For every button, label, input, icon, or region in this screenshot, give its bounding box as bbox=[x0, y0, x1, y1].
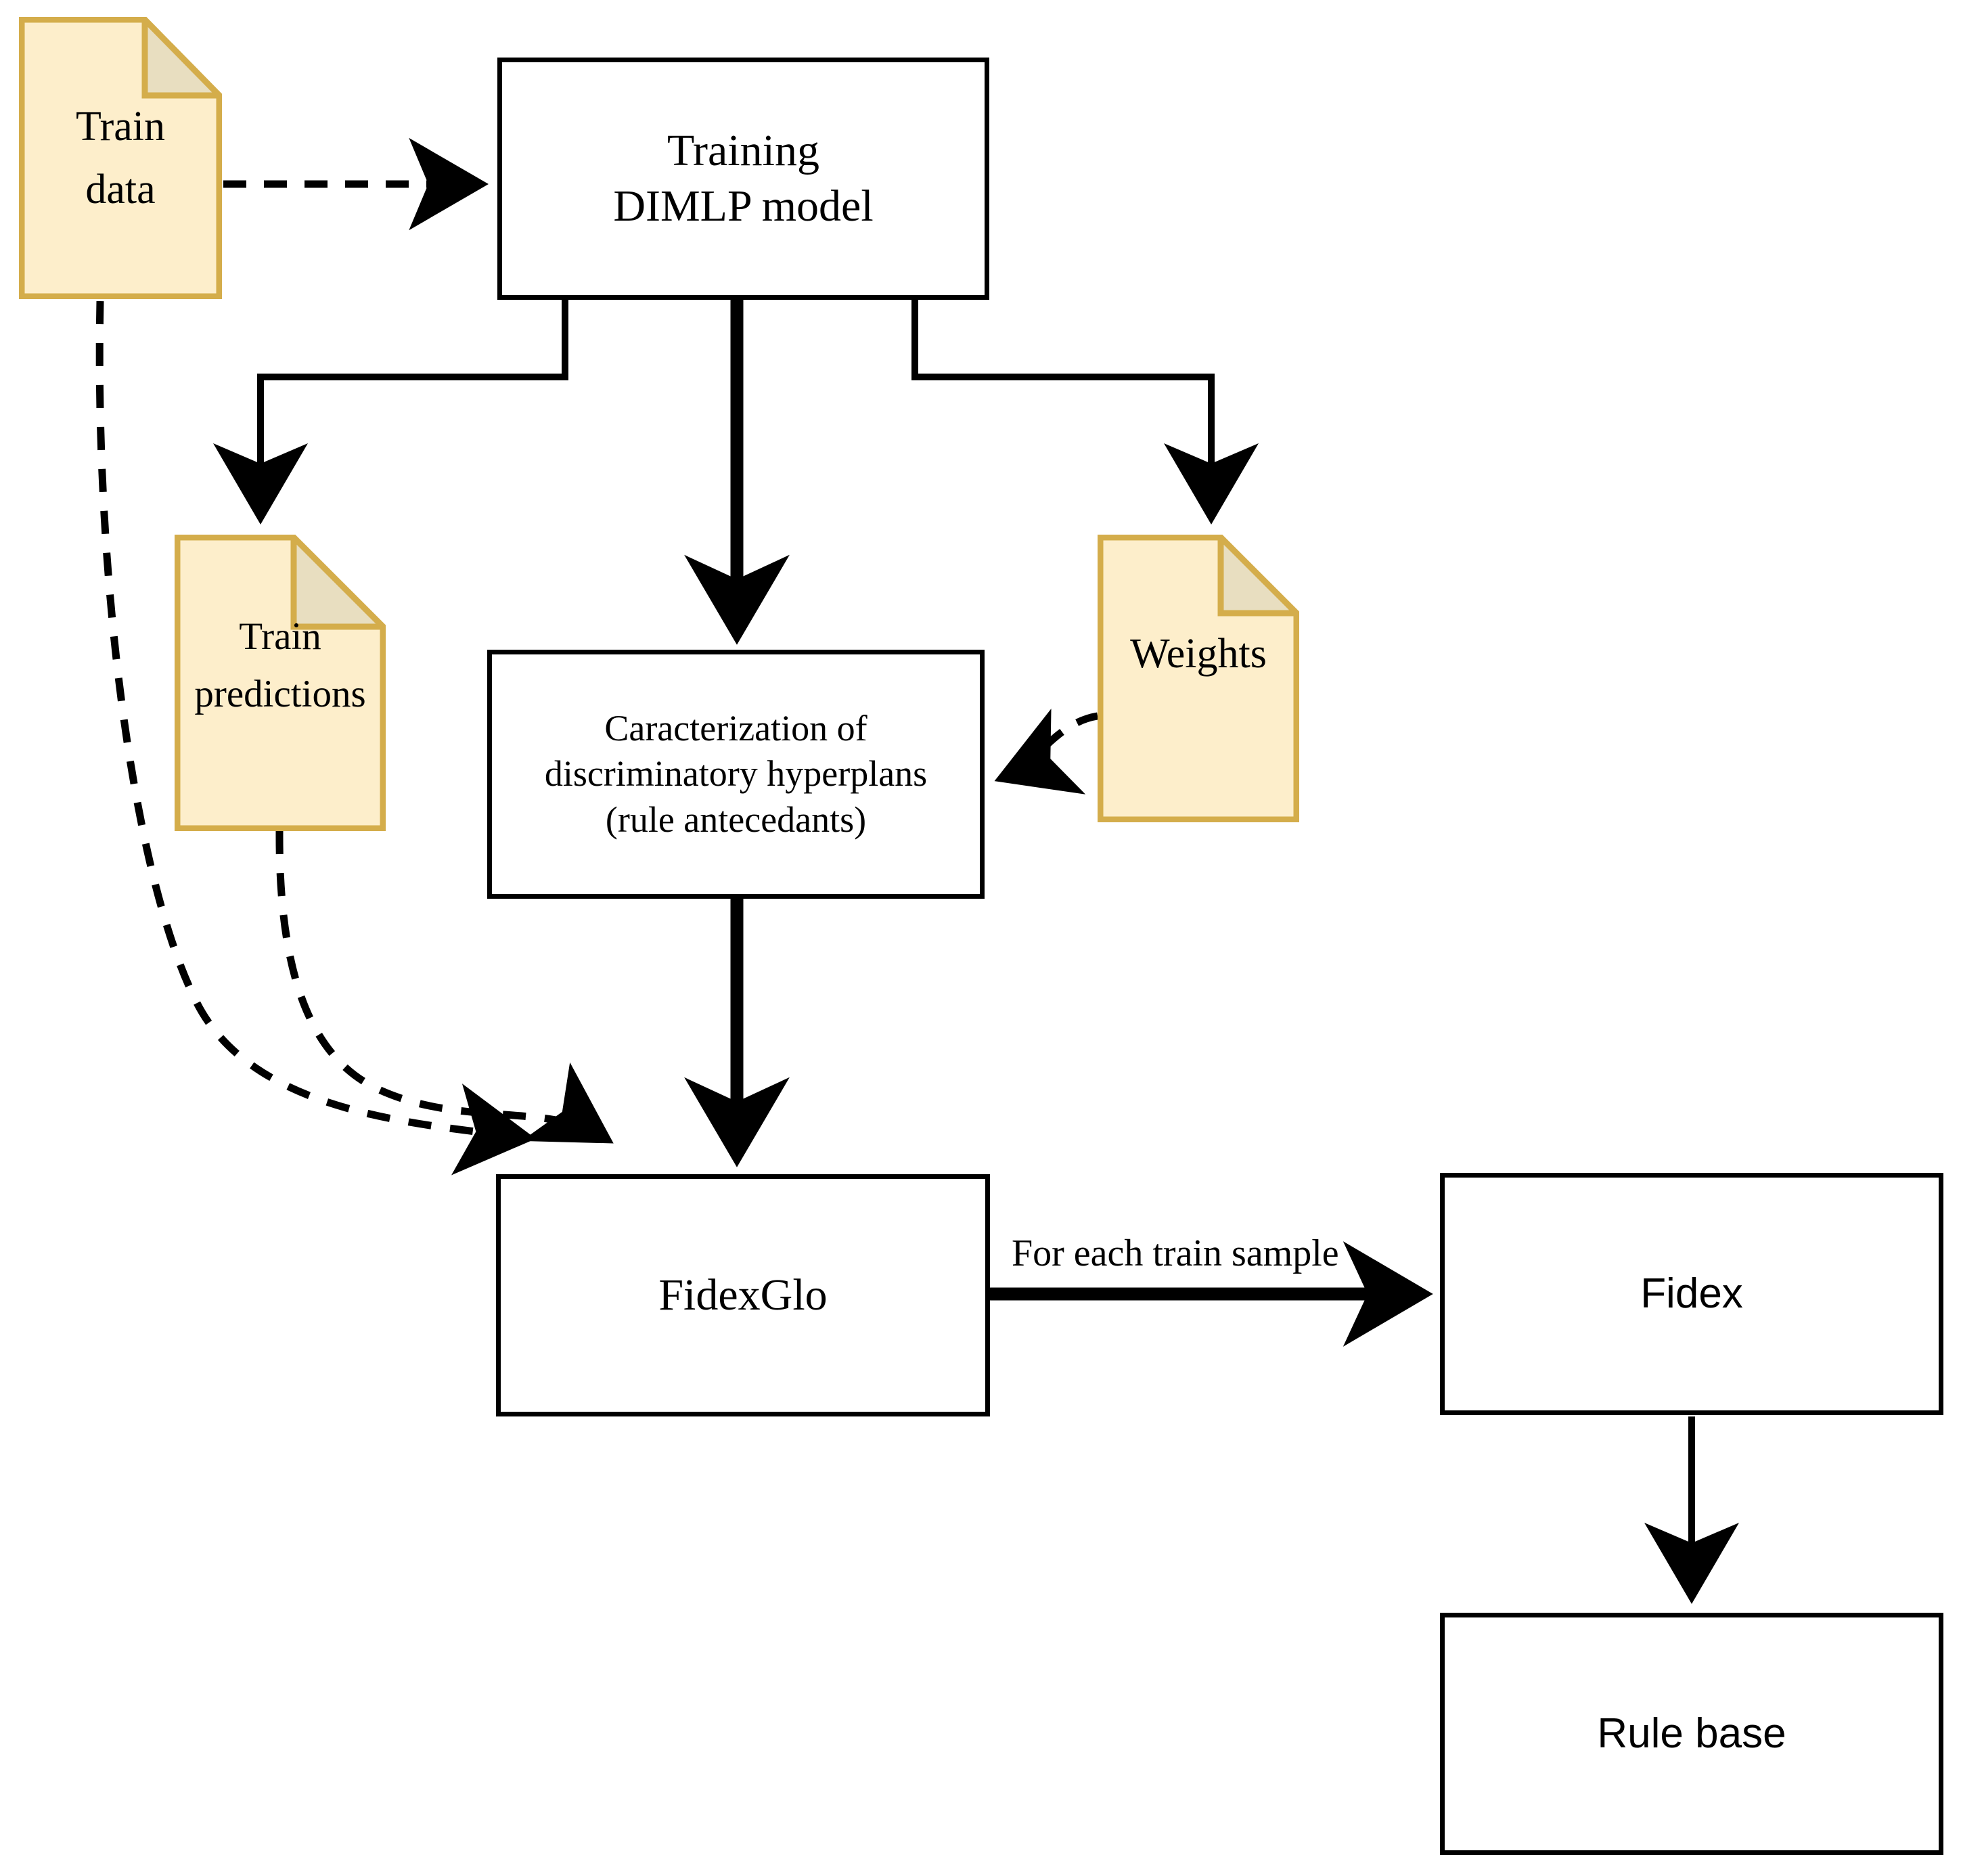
fidex-label: Fidex bbox=[1640, 1270, 1743, 1318]
train-predictions-label-line1: Train bbox=[239, 615, 321, 658]
edge-training-to-train-predictions bbox=[213, 300, 568, 524]
node-rule-base[interactable]: Rule base bbox=[1440, 1613, 1943, 1855]
weights-label: Weights bbox=[1098, 623, 1299, 686]
rule-base-label: Rule base bbox=[1597, 1710, 1786, 1758]
caracterization-label-line2: discriminatory hyperplans bbox=[544, 753, 928, 795]
training-dimlp-model-label-line1: Training bbox=[667, 125, 819, 175]
document-shape-train-predictions bbox=[175, 535, 386, 831]
caracterization-label-line3: (rule antecedants) bbox=[605, 799, 867, 840]
caracterization-label: Caracterization of discriminatory hyperp… bbox=[545, 706, 927, 843]
node-train-predictions[interactable]: Train predictions bbox=[175, 535, 386, 831]
node-training-dimlp-model[interactable]: Training DIMLP model bbox=[497, 58, 989, 300]
train-data-label-line1: Train bbox=[75, 103, 166, 150]
node-fidexglo[interactable]: FidexGlo bbox=[496, 1174, 990, 1416]
train-data-label: Train data bbox=[19, 95, 222, 221]
train-data-label-line2: data bbox=[85, 166, 156, 213]
train-predictions-label-line2: predictions bbox=[194, 673, 366, 715]
fidexglo-label: FidexGlo bbox=[658, 1270, 828, 1320]
document-shape-train-data bbox=[19, 17, 222, 299]
edge-training-to-weights bbox=[911, 300, 1259, 524]
node-train-data[interactable]: Train data bbox=[19, 17, 222, 299]
node-caracterization[interactable]: Caracterization of discriminatory hyperp… bbox=[487, 650, 985, 899]
node-weights[interactable]: Weights bbox=[1098, 535, 1299, 822]
caracterization-label-line1: Caracterization of bbox=[604, 707, 867, 749]
edge-weights-to-caracterization bbox=[994, 709, 1099, 795]
document-shape-weights bbox=[1098, 535, 1299, 822]
edge-label-for-each-train-sample: For each train sample bbox=[1012, 1232, 1339, 1274]
weights-label-line1: Weights bbox=[1130, 631, 1267, 677]
node-fidex[interactable]: Fidex bbox=[1440, 1173, 1943, 1415]
training-dimlp-model-label: Training DIMLP model bbox=[613, 123, 873, 235]
train-predictions-label: Train predictions bbox=[175, 608, 386, 723]
training-dimlp-model-label-line2: DIMLP model bbox=[613, 181, 874, 231]
